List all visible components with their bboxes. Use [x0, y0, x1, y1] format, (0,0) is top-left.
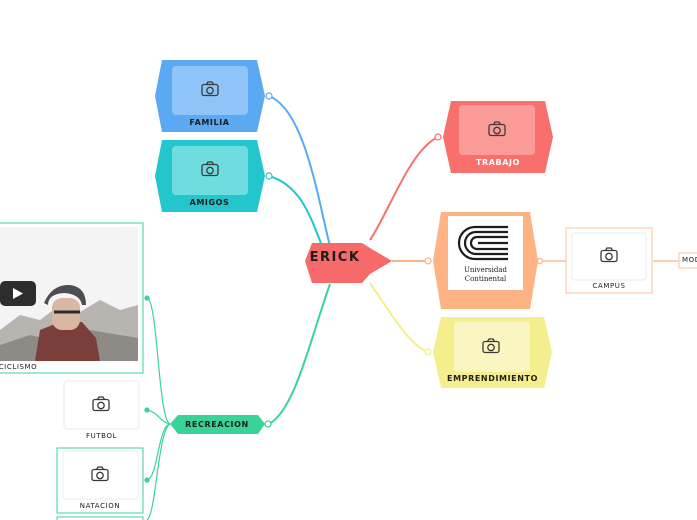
connector-trabajo: [369, 136, 439, 241]
logo-text-line1: Universidad: [463, 266, 508, 274]
dot-futbol: [144, 407, 150, 413]
campus-label: CAMPUS: [592, 282, 626, 290]
natacion-label: NATACION: [79, 502, 121, 510]
connector-futbol: [146, 409, 171, 425]
emprendimiento-label: EMPRENDIMIENTO: [447, 374, 538, 383]
node-emprendimiento[interactable]: [433, 317, 552, 388]
node-trabajo[interactable]: [443, 101, 553, 173]
central-node-label: ERICK: [309, 250, 361, 265]
central-node[interactable]: [305, 243, 392, 283]
universidad-continental-logo: [457, 225, 508, 261]
dot-amigos: [265, 172, 273, 180]
node-campus-child[interactable]: [678, 252, 697, 269]
node-recreacion[interactable]: [170, 415, 265, 434]
dot-emprendimiento: [424, 348, 432, 356]
node-amigos[interactable]: [155, 140, 265, 212]
connector-amigos: [268, 175, 323, 247]
familia-label: FAMILIA: [189, 118, 230, 127]
node-ciclismo[interactable]: [0, 222, 144, 374]
recreacion-label: RECREACION: [185, 420, 249, 429]
amigos-label: AMIGOS: [189, 198, 230, 207]
connector-natacion: [146, 423, 171, 481]
node-universidad[interactable]: [433, 212, 538, 309]
dot-recreacion: [264, 420, 272, 428]
dot-campus: [536, 257, 544, 265]
connector-recreacion: [268, 283, 331, 425]
node-familia[interactable]: [155, 60, 265, 132]
node-natacion[interactable]: [56, 447, 144, 514]
dot-natacion: [144, 477, 150, 483]
connector-ciclismo: [146, 297, 171, 425]
connector-familia: [268, 95, 331, 247]
node-campus[interactable]: [565, 227, 653, 294]
dot-ciclismo: [144, 295, 150, 301]
ciclismo-label: CICLISMO: [0, 363, 38, 371]
node-futbol[interactable]: [63, 380, 140, 430]
dot-familia: [265, 92, 273, 100]
logo-text-line2: Continental: [464, 275, 507, 283]
connector-next: [146, 423, 171, 520]
play-icon[interactable]: [0, 281, 36, 306]
connector-emprendimiento: [369, 282, 429, 353]
node-recreacion-next[interactable]: [56, 516, 144, 520]
trabajo-label: TRABAJO: [475, 158, 521, 167]
dot-universidad: [424, 257, 432, 265]
futbol-label: FUTBOL: [85, 432, 118, 440]
campus-child-label: MOD: [682, 256, 697, 264]
dot-trabajo: [434, 133, 442, 141]
